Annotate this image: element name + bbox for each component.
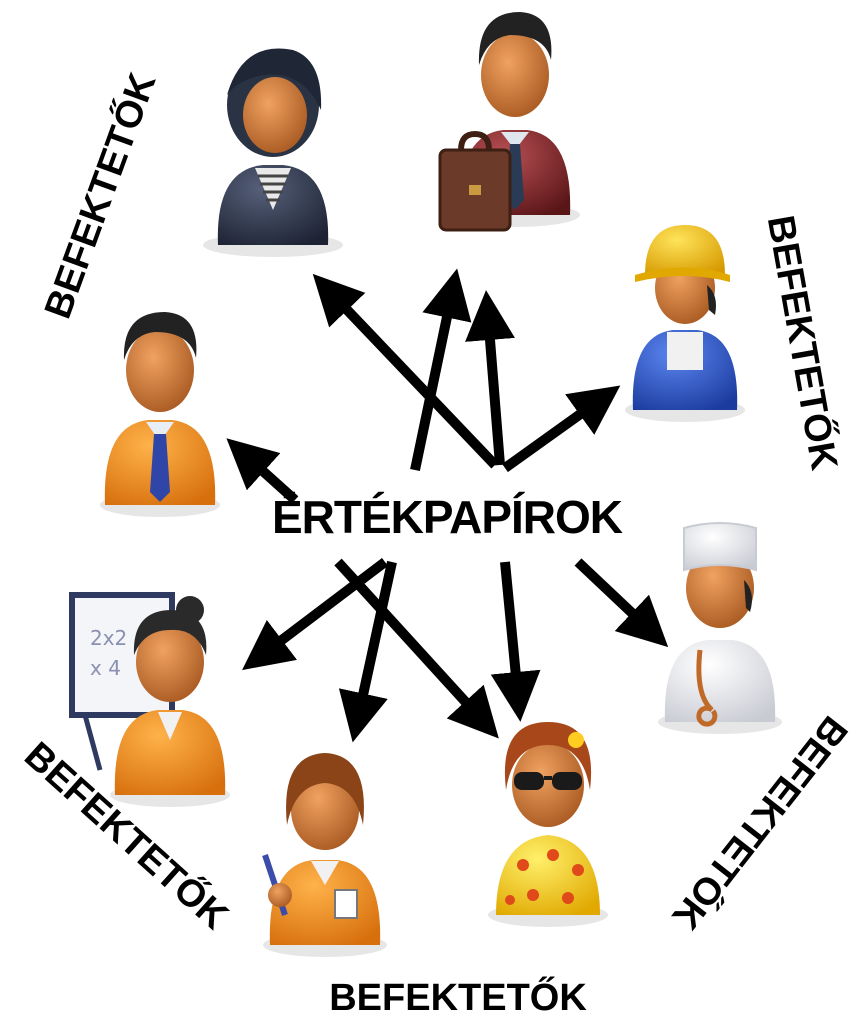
doctor-icon xyxy=(658,522,782,734)
woman-hooded-icon xyxy=(203,48,343,257)
teacher-icon: 2x2 x 4 xyxy=(69,592,230,807)
arrow-to-woman-hooded xyxy=(312,273,499,469)
construction-worker-icon xyxy=(625,225,745,422)
center-label: ÉRTÉKPAPÍROK xyxy=(272,491,623,543)
arrow-to-worker xyxy=(502,385,621,473)
businessman-briefcase-icon xyxy=(438,12,580,232)
investor-label-bottom: BEFEKTETŐK xyxy=(329,975,587,1019)
woman-writer-icon xyxy=(262,753,387,957)
arrows-group xyxy=(226,268,669,743)
center-label-bg xyxy=(300,483,594,545)
arrow-to-teacher xyxy=(242,558,389,671)
investor-label-right-bottom: BEFEKTETŐK xyxy=(663,708,852,938)
investor-label-right-top: BEFEKTETŐK xyxy=(759,212,847,474)
arrow-to-office-man xyxy=(226,438,299,504)
investor-label-top-left: BEFEKTETŐK xyxy=(35,66,165,324)
arrow-to-woman-sunglasses xyxy=(334,558,499,739)
svg-text:x 4: x 4 xyxy=(90,656,121,680)
woman-sunglasses-icon xyxy=(488,722,608,927)
arrow-to-businessman-2 xyxy=(465,290,515,466)
arrow-to-businessman xyxy=(410,268,472,472)
office-man-icon xyxy=(100,312,220,517)
arrow-to-woman-sunglasses-2 xyxy=(490,561,541,722)
svg-text:2x2: 2x2 xyxy=(90,626,127,650)
arrow-to-doctor xyxy=(574,558,669,648)
arrow-to-woman-writer xyxy=(338,560,397,743)
